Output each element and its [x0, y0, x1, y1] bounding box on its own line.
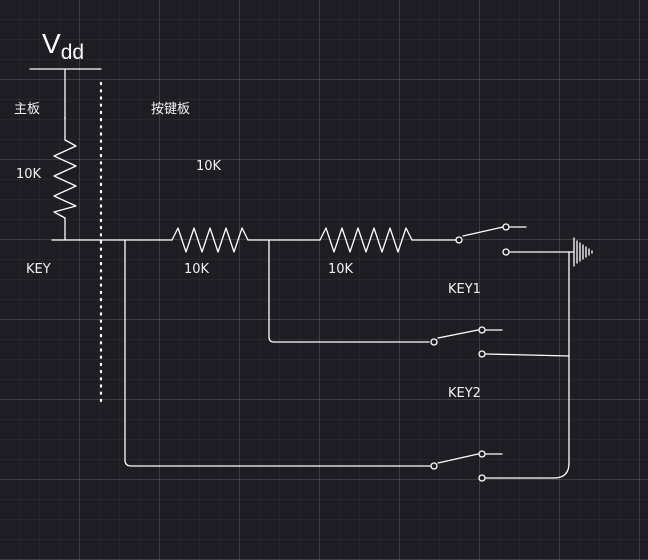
key3-branch: [124, 239, 431, 467]
key-board-label: 按键板: [151, 102, 191, 117]
key1-label: KEY1: [448, 282, 481, 297]
key1-pivot-contact: [455, 236, 463, 244]
resistor-2: [319, 227, 413, 253]
key2-branch: [268, 239, 430, 343]
key2-label: KEY2: [448, 386, 481, 401]
key2-bottom-out: [485, 353, 570, 357]
key2-top-contact: [478, 326, 486, 334]
key2-bottom-contact: [478, 350, 486, 358]
key2-pivot-contact: [430, 338, 438, 346]
key3-bottom-contact: [478, 474, 486, 482]
key-net-label: KEY: [26, 262, 51, 277]
key1-top-contact: [502, 223, 510, 231]
key3-lever: [437, 453, 479, 464]
pullup-resistor: [53, 139, 77, 219]
vdd-label: Vdd: [42, 28, 85, 64]
resistor-2-label: 10K: [328, 262, 354, 277]
key2-lever: [437, 329, 479, 339]
resistor-1: [171, 227, 249, 253]
pullup-resistor-label: 10K: [16, 167, 42, 182]
key3-pivot-contact: [430, 462, 438, 470]
key3-top-contact: [478, 450, 486, 458]
main-board-label: 主板: [14, 102, 41, 117]
key1-bottom-contact: [502, 248, 510, 256]
junction-dot: [64, 117, 66, 119]
ground-bus-corner: [485, 462, 570, 479]
floating-resistor-label: 10K: [196, 159, 222, 174]
key1-lever: [462, 226, 504, 237]
resistor-1-label: 10K: [184, 262, 210, 277]
